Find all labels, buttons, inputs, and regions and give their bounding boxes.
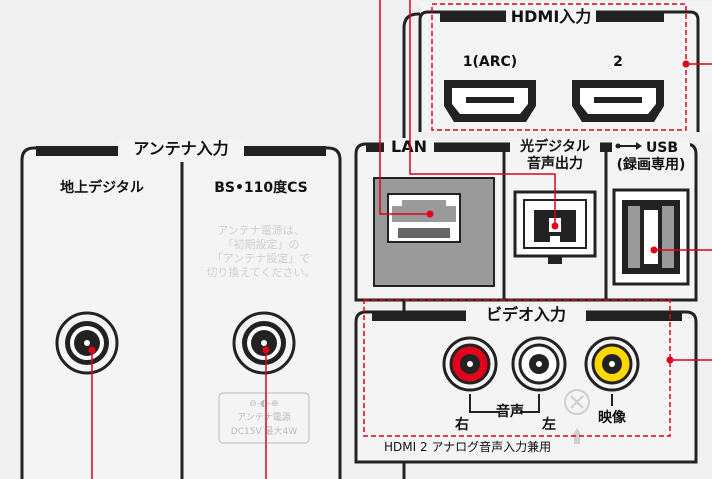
hdmi-port1-label: 1(ARC) <box>463 54 517 70</box>
usb-title: USB <box>646 140 678 156</box>
antenna-title: アンテナ入力 <box>133 139 228 158</box>
hdmi-port-1 <box>444 80 536 122</box>
bs-cs-label: BS•110度CS <box>214 179 308 196</box>
network-panel: LAN 光デジタル 音声出力 USB (録画専用) <box>354 137 698 302</box>
video-title: ビデオ入力 <box>486 305 566 324</box>
usb-port <box>612 188 690 286</box>
audio-right-label: 右 <box>454 416 469 433</box>
hdmi-title: HDMI入力 <box>511 7 592 26</box>
audio-left-label: 左 <box>541 416 556 433</box>
antenna-power-spec: DC15V 最大4W <box>231 425 297 437</box>
bs-cs-connector <box>232 311 296 375</box>
antenna-panel: アンテナ入力 地上デジタル BS•110度CS アンテナ電源は、 「初期設定」の… <box>20 139 342 479</box>
optical-title-2: 音声出力 <box>527 155 583 172</box>
audio-label: 音声 <box>496 403 524 420</box>
antenna-note-4: 切り換えてください。 <box>206 266 315 279</box>
video-note: HDMI 2 アナログ音声入力兼用 <box>384 439 551 454</box>
rca-video <box>584 336 640 392</box>
lan-port <box>373 177 495 287</box>
callouts <box>88 0 712 479</box>
rca-audio-left <box>511 336 567 392</box>
antenna-note-3: 「アンテナ設定」で <box>212 251 311 265</box>
usb-subtitle: (録画専用) <box>617 156 686 173</box>
video-label: 映像 <box>598 409 627 426</box>
hdmi-port2-label: 2 <box>613 54 623 70</box>
screw-icon <box>564 389 590 444</box>
terrestrial-label: 地上デジタル <box>60 179 144 196</box>
video-panel: ビデオ入力 音声 右 左 映像 <box>354 304 698 464</box>
antenna-power-box: ⊖-◐-⊕ アンテナ電源 DC15V 最大4W <box>218 392 310 444</box>
antenna-note-1: アンテナ電源は、 <box>217 223 305 237</box>
antenna-power-label: アンテナ電源 <box>237 412 291 423</box>
optical-title-1: 光デジタル <box>519 138 590 155</box>
antenna-power-symbol: ⊖-◐-⊕ <box>249 399 278 409</box>
antenna-note-2: 「初期設定」の <box>223 237 300 251</box>
hdmi-port-2 <box>572 80 664 122</box>
hdmi-panel: HDMI入力 1(ARC) 2 <box>402 2 712 479</box>
terrestrial-connector <box>55 311 119 375</box>
rca-audio-right <box>442 336 498 392</box>
lan-title: LAN <box>391 137 427 156</box>
usb-icon <box>615 142 642 150</box>
